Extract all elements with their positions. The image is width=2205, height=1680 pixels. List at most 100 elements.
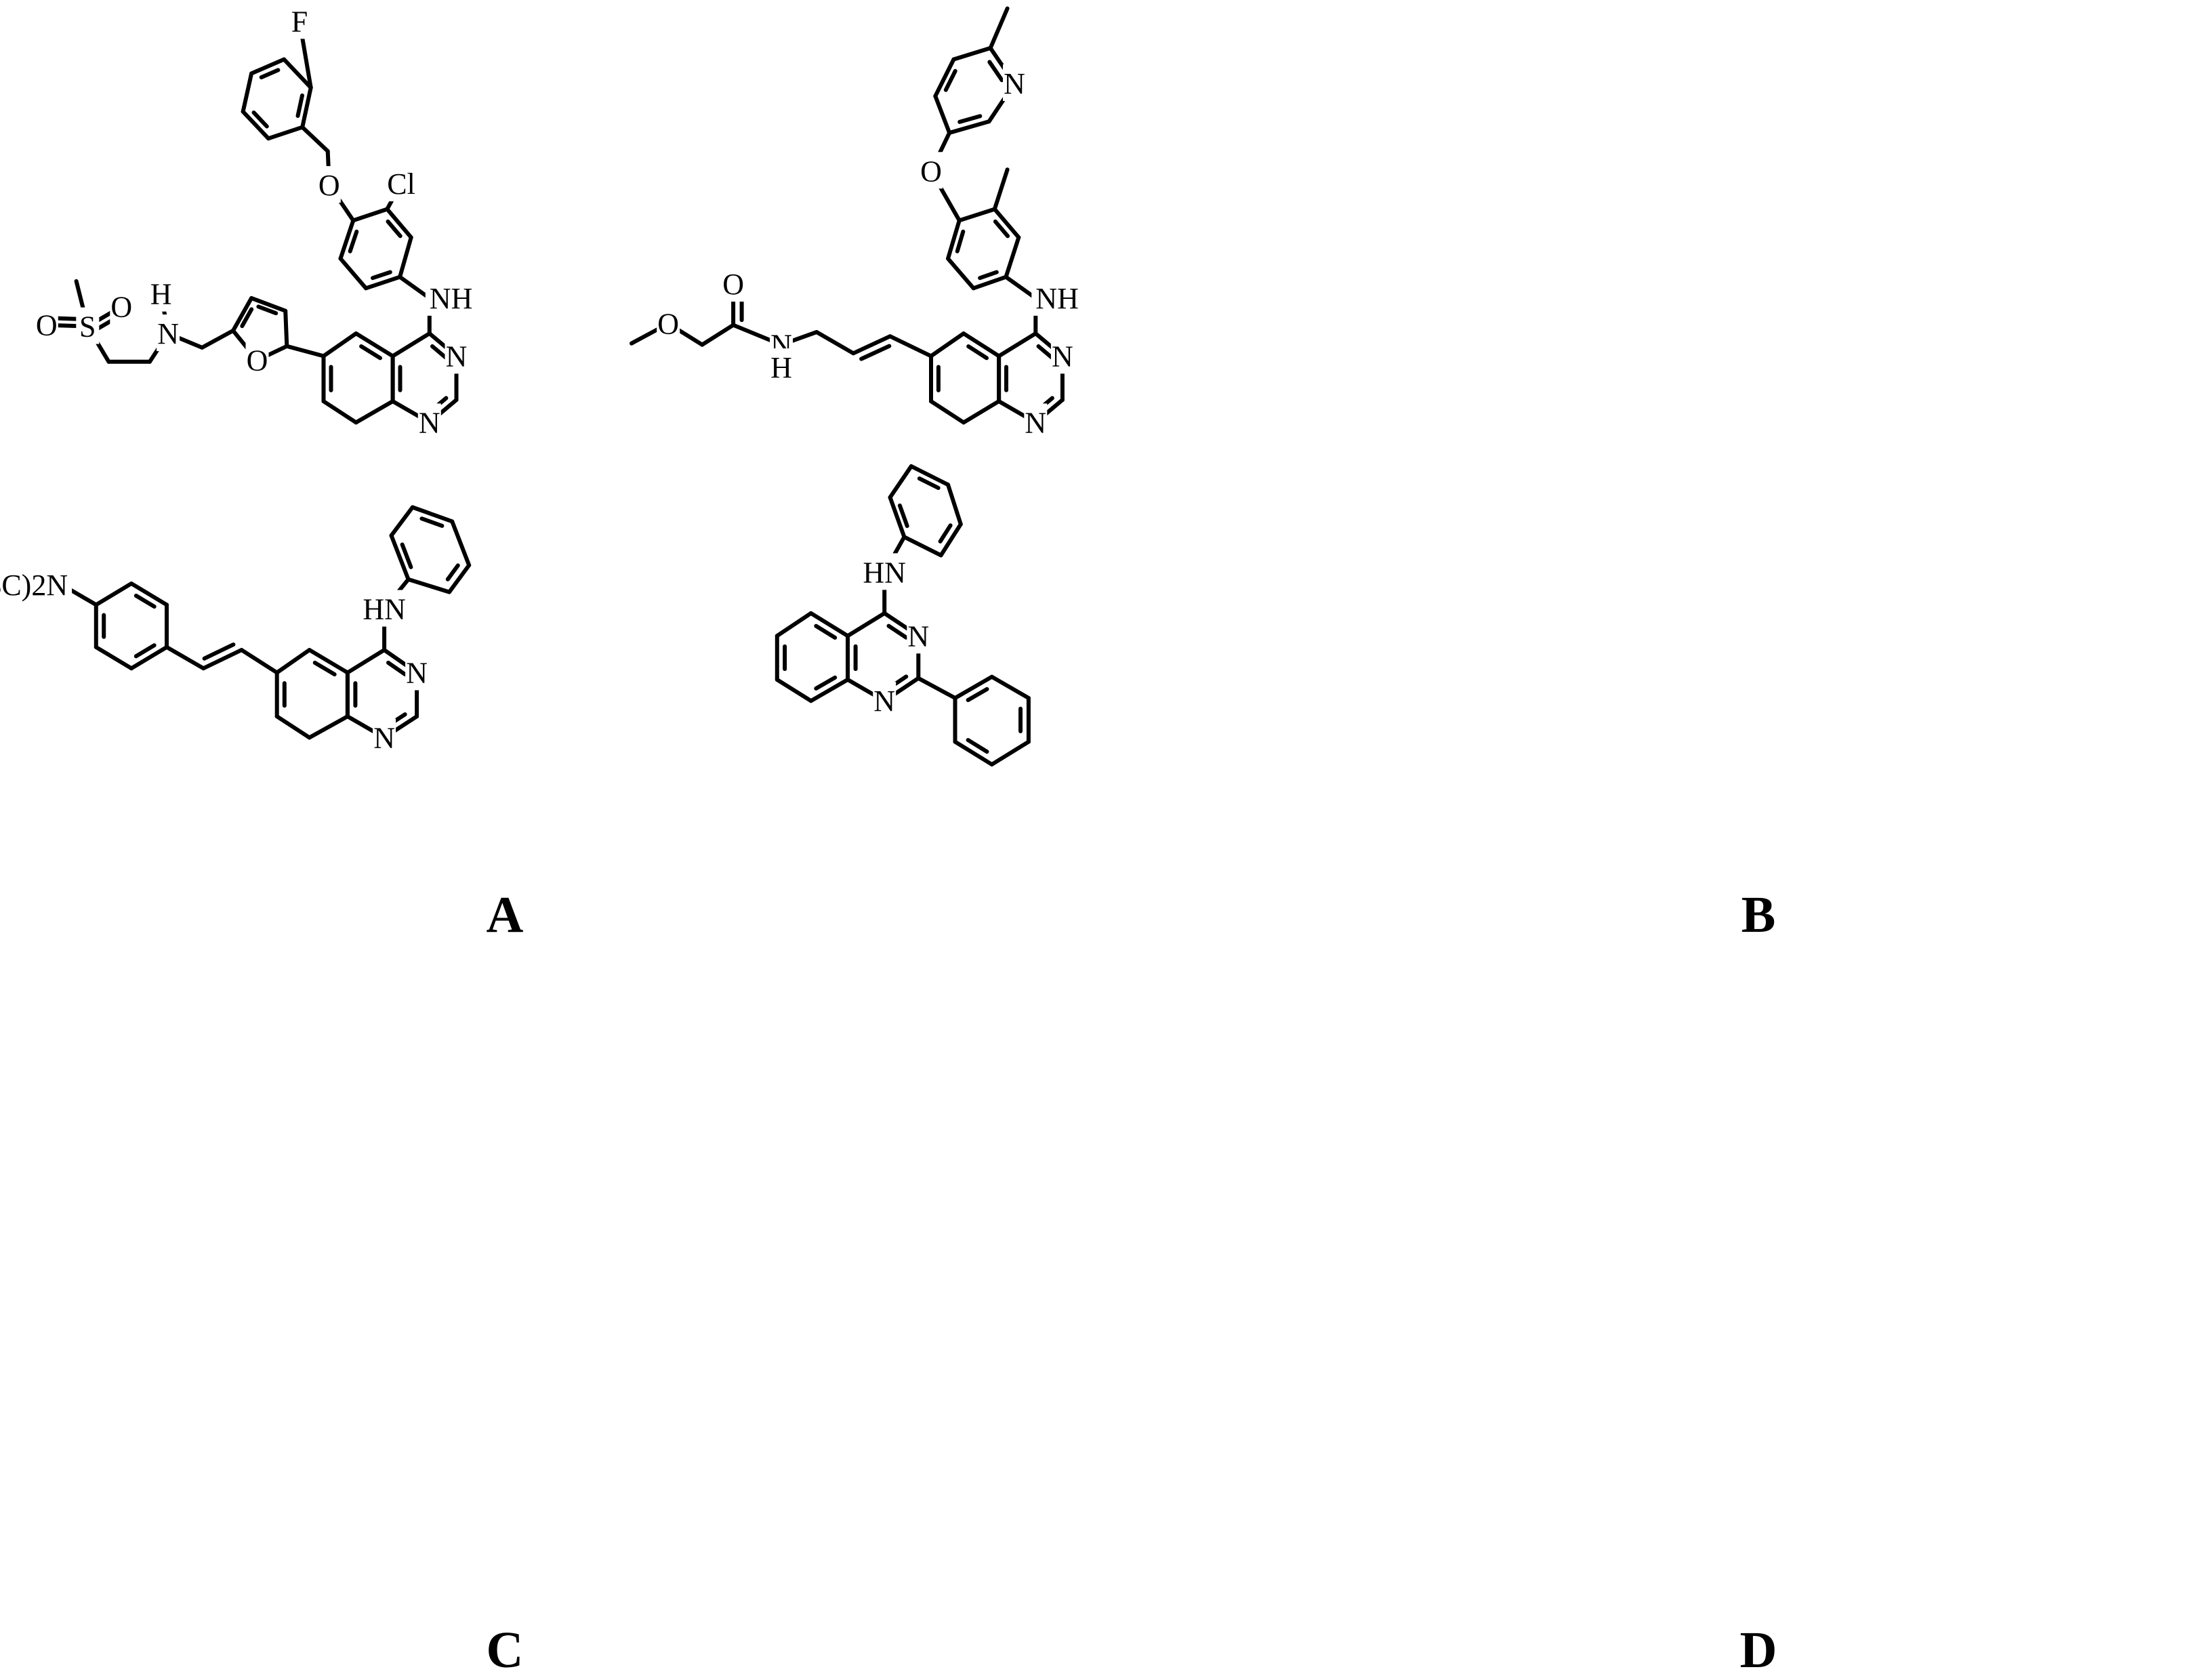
atom-b-n-pyridine: N xyxy=(1004,67,1025,100)
atom-a-o-ether: O xyxy=(318,169,340,202)
ring-bond xyxy=(951,45,993,62)
ring-bond xyxy=(249,57,287,76)
vinyl-aryl-bond xyxy=(165,644,206,671)
ring-bond xyxy=(129,644,169,671)
panel-label-a: A xyxy=(487,886,524,943)
atom-d-hn: HN xyxy=(863,556,906,589)
ring-bond xyxy=(345,648,387,675)
ring-bond xyxy=(997,331,1038,358)
ring-bond xyxy=(390,331,432,358)
atom-b-n1-bg xyxy=(1024,403,1048,441)
double-bond xyxy=(201,648,244,671)
ring-bond xyxy=(410,505,455,524)
ring-bond xyxy=(398,235,413,279)
double-bond-inner xyxy=(133,643,157,659)
double-bond-inner xyxy=(987,60,1004,83)
atom-b-nh: NH xyxy=(1035,282,1079,315)
ring-bond xyxy=(338,218,356,261)
double-bond-inner xyxy=(814,675,838,691)
ring-bond xyxy=(775,611,813,638)
atom-b-n1: N xyxy=(1025,406,1046,439)
atom-a-s: S xyxy=(79,310,96,344)
ring-bond xyxy=(274,714,312,740)
aryl-methyl-bond xyxy=(992,167,1010,211)
ring-bond xyxy=(947,119,991,135)
atom-a-cl-bg xyxy=(381,165,422,202)
atom-b-h-amide-bg xyxy=(770,348,793,386)
double-bond-inner xyxy=(993,219,1010,239)
atom-a-o-s1-bg xyxy=(110,287,133,325)
atom-b-o-ether: O xyxy=(920,155,942,188)
double-bond-inner xyxy=(312,660,337,677)
ring-bond xyxy=(450,519,472,567)
double-bond-inner xyxy=(133,594,157,609)
ring-bond xyxy=(338,256,368,291)
double-bond-inner xyxy=(240,307,254,329)
ring-bond xyxy=(351,207,390,223)
ring-bond xyxy=(962,399,1002,425)
bond-layer xyxy=(44,6,1065,766)
ring-bond xyxy=(274,648,312,675)
ring-bond xyxy=(946,218,962,261)
atom-c-nme2: (H3C)2N xyxy=(0,569,68,602)
ring-bond xyxy=(953,739,994,766)
ring-bond xyxy=(231,295,254,333)
ring-bond xyxy=(1004,235,1021,279)
atom-a-f-bg xyxy=(288,2,311,39)
atom-d-n3: N xyxy=(907,619,929,653)
atom-c-hn: HN xyxy=(363,593,406,626)
double-bond-inner xyxy=(348,229,359,253)
vinyl-ch2-bond xyxy=(815,330,856,356)
atom-b-h-amide: H xyxy=(770,351,792,384)
double-bond-inner xyxy=(359,344,382,361)
ring-bond xyxy=(321,399,358,425)
carbonyl-ch2-bond xyxy=(700,323,736,347)
ring-bond xyxy=(933,57,956,98)
ring-bond xyxy=(939,522,963,558)
ring-bond xyxy=(775,677,813,703)
atom-a-n3-bg xyxy=(445,337,468,374)
ring-bond xyxy=(406,577,451,594)
atom-a-n-amine: N xyxy=(157,317,179,350)
double-bond-inner xyxy=(859,344,892,361)
ring-bond xyxy=(354,399,395,425)
double-bond-inner xyxy=(957,114,983,124)
quinazoline-furan-bond xyxy=(285,344,326,358)
ring-bond xyxy=(94,644,133,671)
atom-c-n1-bg xyxy=(373,718,396,756)
double-bond-inner xyxy=(917,476,941,490)
double-bond-inner xyxy=(256,304,279,316)
double-bond-inner xyxy=(251,110,269,129)
atom-b-n-pyridine-bg xyxy=(1003,64,1026,101)
double-bond-inner xyxy=(386,660,407,677)
nh-aryl-bond xyxy=(1004,274,1038,300)
atom-a-nh: NH xyxy=(430,282,473,315)
atom-a-nh-bg xyxy=(425,279,466,316)
ring-bond xyxy=(946,483,963,527)
double-bond-inner xyxy=(814,623,838,640)
ring-bond xyxy=(888,464,913,499)
double-bond xyxy=(851,334,892,356)
double-bond-inner xyxy=(419,516,445,528)
atom-b-nh-bg xyxy=(1031,279,1073,316)
c2-phenyl-bond xyxy=(916,676,957,700)
ring-bond xyxy=(385,207,413,240)
double-bond-inner xyxy=(386,219,403,239)
double-bond-inner xyxy=(430,344,449,361)
atom-d-hn-bg xyxy=(864,553,905,590)
atom-b-o-methoxy: O xyxy=(657,308,679,341)
atom-d-n1-bg xyxy=(873,682,897,719)
double-bond-inner xyxy=(1036,344,1054,361)
double-bond-inner xyxy=(259,68,281,80)
ring-bond xyxy=(307,648,350,675)
ring-bond xyxy=(971,274,1008,291)
ring-bond xyxy=(933,94,952,135)
ring-bond xyxy=(888,495,907,539)
double-bond-inner xyxy=(955,229,966,253)
atom-a-n1: N xyxy=(419,406,440,439)
ring-bond xyxy=(94,581,133,607)
double-bond-inner xyxy=(295,93,304,118)
atom-b-o-carbonyl: O xyxy=(722,268,744,301)
double-bond-inner xyxy=(966,344,989,361)
ring-bond xyxy=(241,71,254,114)
